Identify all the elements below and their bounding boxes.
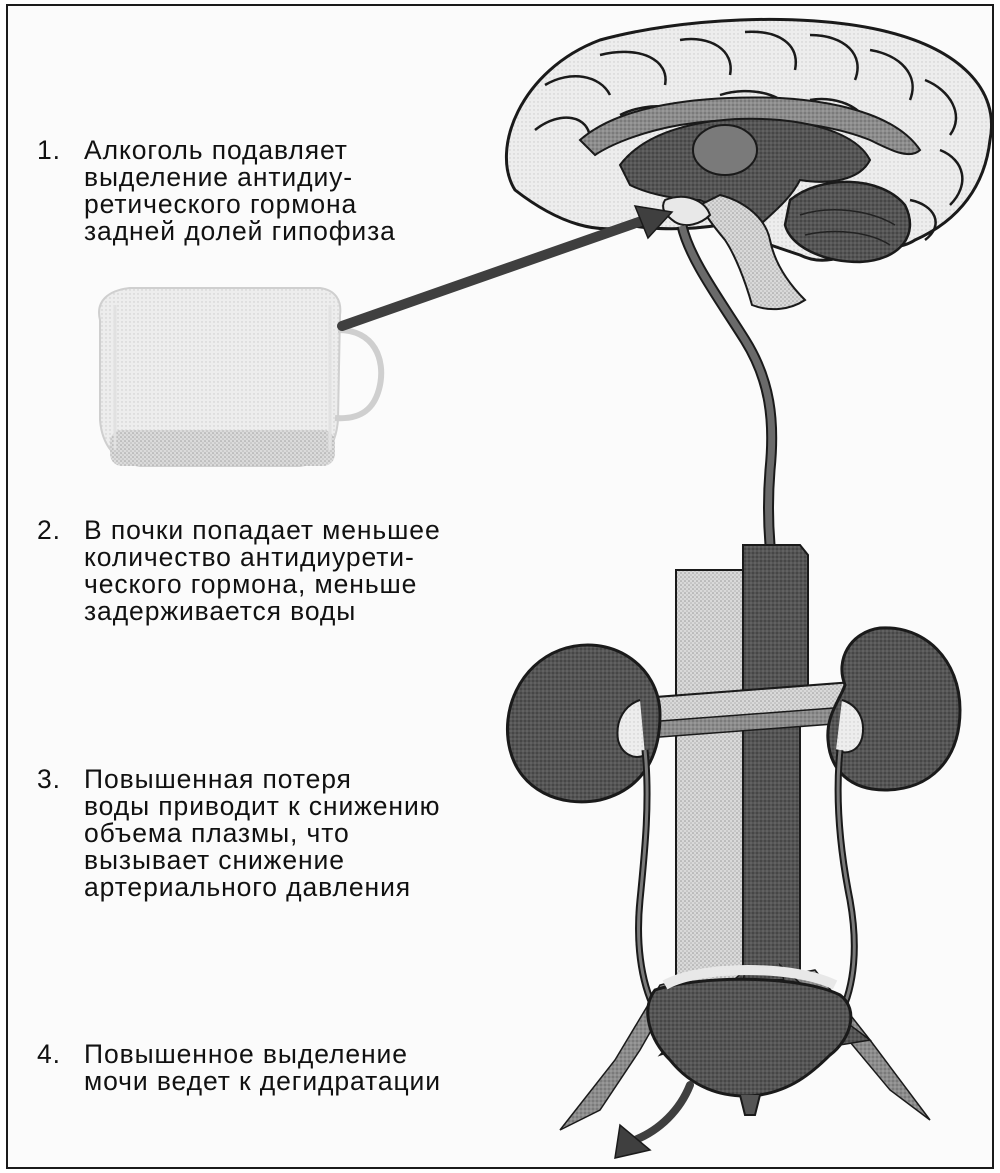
- step-1-line-1: Алкоголь подавляет: [37, 137, 396, 164]
- right-kidney: [828, 628, 960, 790]
- left-kidney: [507, 645, 660, 802]
- step-2-line-1: В почки попадает меньшее: [37, 517, 441, 544]
- step-3-number: 3.: [37, 766, 61, 793]
- step-2-line-2: количество антидиурети-: [37, 544, 441, 571]
- bladder: [648, 970, 851, 1115]
- step-2-line-4: задерживается воды: [37, 598, 441, 625]
- cup: [99, 288, 381, 466]
- urine-outflow-arrow: [615, 1085, 690, 1158]
- step-3: 3. Повышенная потеря воды приводит к сни…: [37, 766, 440, 901]
- step-1: 1. Алкоголь подавляет выделение антидиу-…: [37, 137, 396, 245]
- step-4-line-2: мочи ведет к дегидратации: [37, 1068, 441, 1095]
- step-3-line-5: артериального давления: [37, 874, 440, 901]
- step-3-line-3: объема плазмы, что: [37, 820, 440, 847]
- step-2: 2. В почки попадает меньшее количество а…: [37, 517, 441, 625]
- step-3-line-1: Повышенная потеря: [37, 766, 440, 793]
- step-1-line-4: задней долей гипофиза: [37, 218, 396, 245]
- step-2-line-3: ческого гормона, меньше: [37, 571, 441, 598]
- brain: [506, 19, 991, 309]
- step-1-line-2: выделение антидиу-: [37, 164, 396, 191]
- step-1-line-3: ретического гормона: [37, 191, 396, 218]
- step-1-number: 1.: [37, 137, 61, 164]
- step-4-number: 4.: [37, 1041, 61, 1068]
- step-3-line-4: вызывает снижение: [37, 847, 440, 874]
- step-2-number: 2.: [37, 517, 61, 544]
- step-4: 4. Повышенное выделение мочи ведет к дег…: [37, 1041, 441, 1095]
- step-3-line-2: воды приводит к снижению: [37, 793, 440, 820]
- step-4-line-1: Повышенное выделение: [37, 1041, 441, 1068]
